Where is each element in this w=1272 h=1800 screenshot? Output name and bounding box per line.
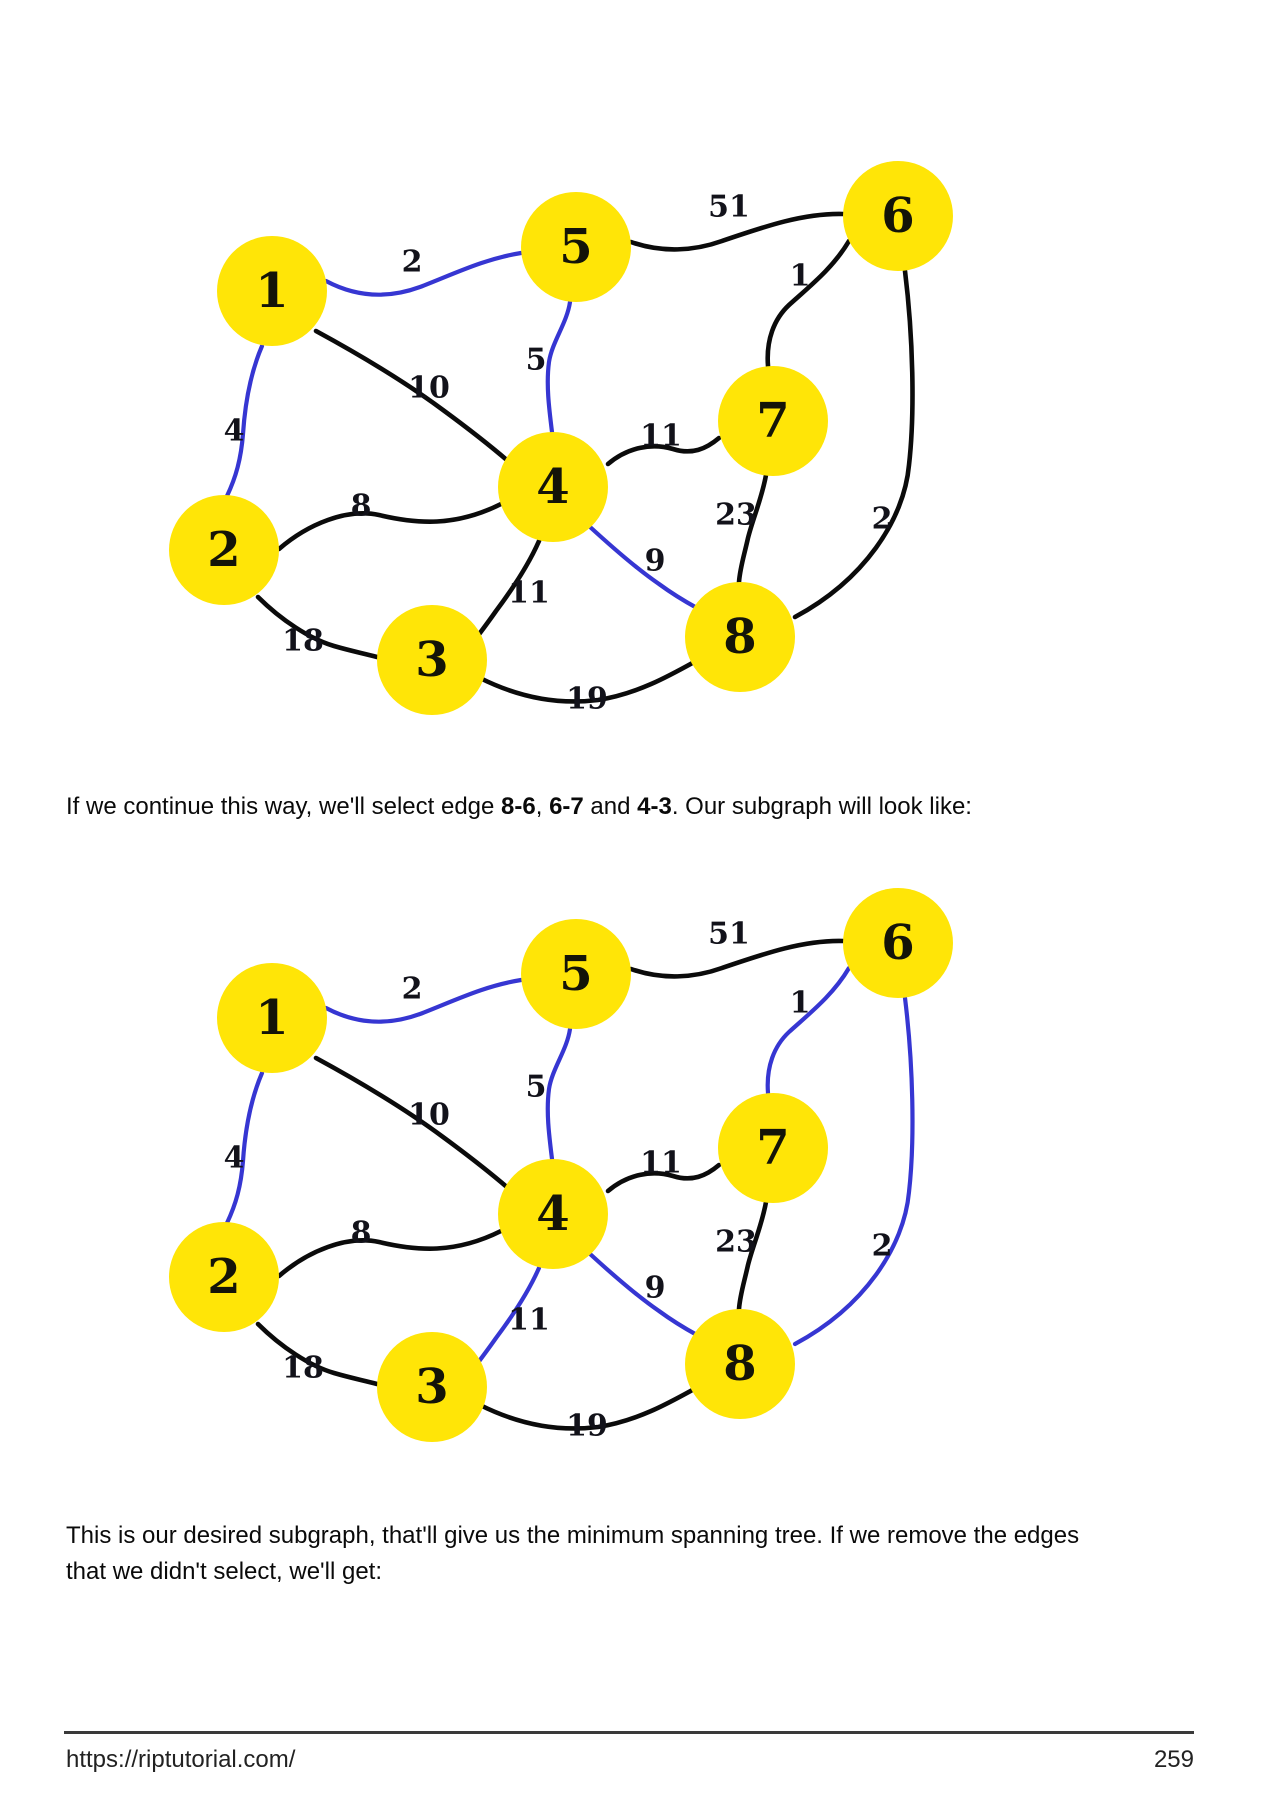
edge-4-7 — [605, 1162, 722, 1194]
edge-weight-4-8: 9 — [645, 544, 666, 579]
node-1 — [217, 963, 327, 1073]
edge-weight-1-5: 2 — [402, 245, 423, 280]
node-7 — [718, 366, 828, 476]
edge-2-4 — [276, 1228, 504, 1279]
edge-weight-5-4: 5 — [526, 1070, 547, 1105]
edge-weight-2-3: 18 — [282, 624, 324, 659]
edge-weight-5-6: 51 — [708, 190, 750, 225]
edge-1-5-selected — [323, 250, 524, 297]
edge-4-3 — [474, 538, 542, 640]
edge-weight-5-4: 5 — [526, 343, 547, 378]
edge-weight-1-2: 4 — [224, 414, 245, 449]
edge-weight-2-4: 8 — [351, 489, 372, 524]
edge-4-8-selected — [586, 1250, 700, 1338]
edge-1-4 — [313, 1055, 511, 1191]
edge-weight-7-8: 23 — [715, 1225, 757, 1260]
node-label-5: 5 — [559, 946, 592, 1002]
edge-2-3 — [255, 594, 380, 660]
node-6 — [843, 888, 953, 998]
node-label-6: 6 — [881, 188, 914, 244]
edge-weight-6-7: 1 — [790, 259, 811, 294]
edge-5-4-selected — [545, 1026, 573, 1162]
edge-weight-1-2: 4 — [224, 1141, 245, 1176]
edge-4-7 — [605, 435, 722, 467]
edge-weight-1-4: 10 — [408, 1098, 450, 1133]
node-3 — [377, 1332, 487, 1442]
edge-3-8 — [477, 1385, 699, 1431]
edge-weight-4-3: 11 — [508, 1303, 550, 1338]
edge-5-6 — [628, 211, 846, 252]
node-label-3: 3 — [415, 1359, 448, 1415]
edge-3-8 — [477, 658, 699, 704]
node-2 — [169, 495, 279, 605]
node-5 — [521, 192, 631, 302]
node-label-5: 5 — [559, 219, 592, 275]
edge-weight-6-7: 1 — [790, 986, 811, 1021]
footer-divider — [64, 1731, 1194, 1734]
edge-weight-3-8: 19 — [566, 1409, 608, 1444]
edge-weight-7-8: 23 — [715, 498, 757, 533]
edge-2-4 — [276, 501, 504, 552]
page-footer: https://riptutorial.com/ 259 — [66, 1746, 1194, 1774]
node-3 — [377, 605, 487, 715]
edge-weight-5-6: 51 — [708, 917, 750, 952]
node-label-4: 4 — [536, 1186, 569, 1242]
node-label-8: 8 — [723, 609, 756, 665]
node-4 — [498, 432, 608, 542]
paragraph-desired-subgraph: This is our desired subgraph, that'll gi… — [66, 1522, 1080, 1585]
node-label-2: 2 — [207, 522, 240, 578]
edge-6-7 — [765, 238, 852, 369]
edge-weight-1-4: 10 — [408, 371, 450, 406]
edge-1-5-selected — [323, 977, 524, 1024]
edge-weight-6-8: 2 — [872, 1229, 893, 1264]
node-8 — [685, 1309, 795, 1419]
node-label-2: 2 — [207, 1249, 240, 1305]
node-label-8: 8 — [723, 1336, 756, 1392]
node-label-1: 1 — [255, 990, 288, 1046]
edge-weight-4-7: 11 — [640, 419, 682, 454]
node-label-1: 1 — [255, 263, 288, 319]
edge-7-8 — [736, 1199, 769, 1312]
paragraph-select-edges: If we continue this way, we'll select ed… — [66, 793, 972, 820]
node-4 — [498, 1159, 608, 1269]
node-label-4: 4 — [536, 459, 569, 515]
edge-weight-2-3: 18 — [282, 1351, 324, 1386]
edge-1-2-selected — [224, 1070, 265, 1226]
edge-1-2-selected — [224, 343, 265, 499]
edge-5-6 — [628, 938, 846, 979]
edge-weight-2-4: 8 — [351, 1216, 372, 1251]
edge-7-8 — [736, 472, 769, 585]
node-2 — [169, 1222, 279, 1332]
edge-4-3-selected — [474, 1265, 542, 1367]
node-6 — [843, 161, 953, 271]
footer-url[interactable]: https://riptutorial.com/ — [66, 1746, 296, 1773]
edge-2-3 — [255, 1321, 380, 1387]
node-label-7: 7 — [756, 393, 789, 449]
node-label-7: 7 — [756, 1120, 789, 1176]
edge-weight-6-8: 2 — [872, 502, 893, 537]
node-5 — [521, 919, 631, 1029]
edge-6-8 — [792, 268, 915, 620]
edge-1-4 — [313, 328, 511, 464]
edge-6-8-selected — [792, 995, 915, 1347]
node-7 — [718, 1093, 828, 1203]
node-8 — [685, 582, 795, 692]
node-label-6: 6 — [881, 915, 914, 971]
edge-weight-1-5: 2 — [402, 972, 423, 1007]
node-1 — [217, 236, 327, 346]
edge-5-4-selected — [545, 299, 573, 435]
edge-6-7-selected — [765, 965, 852, 1096]
edge-4-8-selected — [586, 523, 700, 611]
page-number: 259 — [1153, 1746, 1194, 1773]
edge-weight-4-3: 11 — [508, 576, 550, 611]
edge-weight-4-8: 9 — [645, 1271, 666, 1306]
edge-weight-3-8: 19 — [566, 682, 608, 717]
edge-weight-4-7: 11 — [640, 1146, 682, 1181]
node-label-3: 3 — [415, 632, 448, 688]
